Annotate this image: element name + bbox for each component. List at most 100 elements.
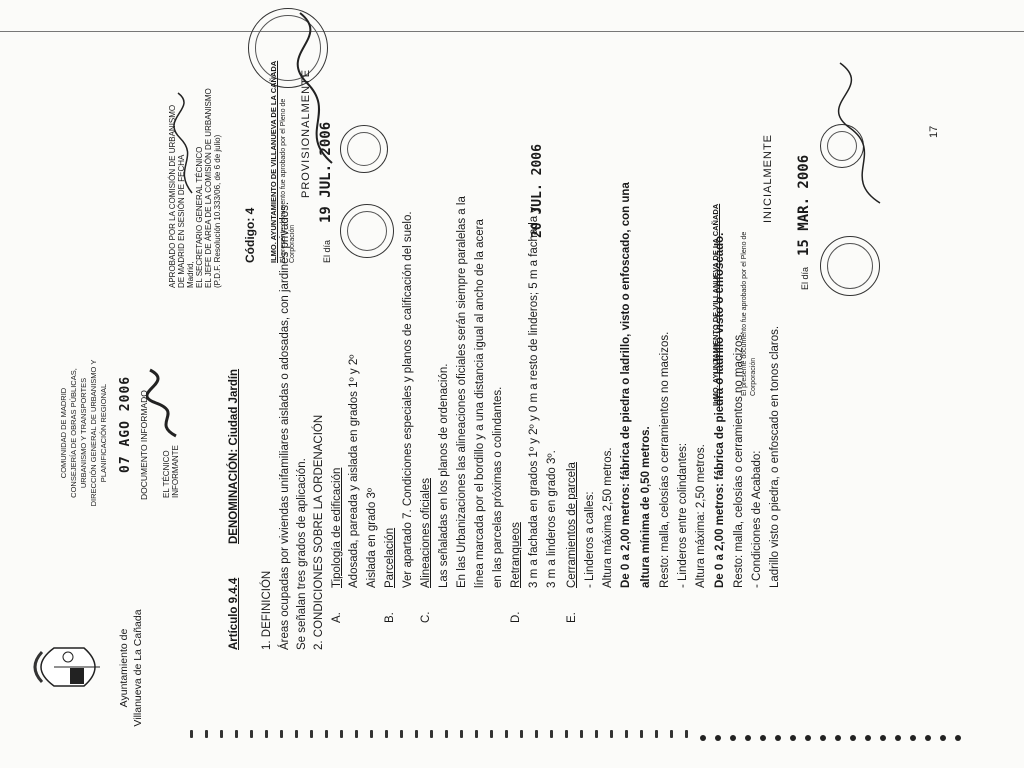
edge-dash — [265, 730, 268, 738]
doc-line: en las parcelas próximas o colindantes. — [492, 386, 504, 588]
article-label: Artículo 9.4.4 — [228, 577, 240, 650]
edge-dot — [805, 735, 811, 741]
edge-dash — [460, 730, 463, 738]
doc-line: 3 m a linderos en grado 3º. — [546, 450, 558, 588]
section-letter: C. — [420, 611, 432, 624]
edge-dash — [250, 730, 253, 738]
agency-line: URBANISMO Y TRANSPORTES — [79, 377, 88, 489]
doc-line: Tipología de edificación — [331, 467, 343, 588]
doc-line: Aislada en grado 3º — [366, 487, 378, 588]
edge-dash — [325, 730, 328, 738]
inicial-stamp-line: ILMO. AYUNTAMIENTO DE VILLANUEVA DE LA C… — [711, 203, 720, 406]
round-seal — [820, 236, 880, 296]
doc-line: Ver apartado 7. Condiciones especiales y… — [402, 211, 414, 588]
coat-of-arms-icon — [33, 647, 100, 687]
edge-dash — [355, 730, 358, 738]
doc-line: Altura máxima 2,50 metros. — [602, 447, 614, 588]
inicial-stamp-date: 15 MAR. 2006 — [796, 154, 812, 256]
edge-dot — [850, 735, 856, 741]
section-letter: D. — [510, 611, 522, 624]
doc-line: Adosada, pareada y aislada en grados 1º … — [348, 354, 360, 588]
article-denominacion: DENOMINACIÓN: Ciudad Jardín — [228, 368, 240, 544]
edge-dot — [910, 735, 916, 741]
doc-line: Cerramientos de parcela — [566, 462, 578, 588]
round-seal — [340, 204, 394, 258]
edge-dash — [475, 730, 478, 738]
page-edge — [0, 31, 1024, 32]
edge-dash — [685, 730, 688, 738]
signature — [146, 368, 177, 438]
municipality-line1: Ayuntamiento de — [118, 628, 130, 708]
received-date-stamp: 07 AGO 2006 — [118, 375, 133, 473]
provisional-signature — [296, 12, 333, 164]
inicial-stamp-line: El presente documento fue aprobado por e… — [741, 231, 748, 396]
doc-line: Se señalan tres grados de aplicación. — [296, 458, 308, 650]
edge-dash — [535, 730, 538, 738]
edge-dash — [370, 730, 373, 738]
tecnico-informante: EL TÉCNICO INFORMANTE — [162, 445, 181, 498]
doc-line: Altura máxima: 2,50 metros. — [695, 444, 707, 588]
approval-line: Madrid, — [186, 261, 195, 288]
edge-dash — [295, 730, 298, 738]
edge-dash — [385, 730, 388, 738]
doc-line: - Linderos entre colindantes: — [677, 442, 689, 588]
edge-dash — [595, 730, 598, 738]
edge-dash — [280, 730, 283, 738]
codigo-label: Código: 4 — [243, 207, 257, 263]
doc-line: Las señaladas en los planos de ordenació… — [438, 363, 450, 588]
doc-line: línea marcada por el bordillo y a una di… — [474, 219, 486, 588]
doc-line: En las Urbanizaciones las alineaciones o… — [456, 196, 468, 588]
edge-dash — [625, 730, 628, 738]
edge-dot — [895, 735, 901, 741]
edge-dash — [445, 730, 448, 738]
doc-line: 1. DEFINICIÓN — [261, 570, 273, 650]
doc-line: 2. CONDICIONES SOBRE LA ORDENACIÓN — [313, 414, 325, 650]
inicial-signature — [837, 62, 881, 204]
edge-dash — [640, 730, 643, 738]
approval-line: EL JEFE DE ÁREA DE LA COMISIÓN DE URBANI… — [204, 88, 213, 288]
edge-dot — [925, 735, 931, 741]
section-letter: A. — [331, 612, 343, 623]
inicial-stamp-line: Corporación — [750, 357, 757, 396]
edge-dot — [715, 735, 721, 741]
doc-line: 3 m a fachada en grados 1º y 2º y 0 m a … — [528, 206, 540, 588]
edge-dot — [745, 735, 751, 741]
section-letter: E. — [566, 612, 578, 623]
agency-line: PLANIFICACIÓN REGIONAL — [99, 383, 108, 483]
edge-dash — [205, 730, 208, 738]
doc-line: Alineaciones oficiales — [420, 478, 432, 588]
edge-dot — [940, 735, 946, 741]
edge-dash — [610, 730, 613, 738]
edge-dot — [730, 735, 736, 741]
edge-dash — [430, 730, 433, 738]
doc-line: Áreas ocupadas por viviendas unifamiliar… — [279, 201, 291, 650]
edge-dot — [760, 735, 766, 741]
doc-line: altura mínima de 0,50 metros. — [640, 426, 652, 588]
dashed-edge — [190, 728, 990, 741]
approval-signature — [173, 92, 193, 194]
edge-dash — [310, 730, 313, 738]
edge-dot — [790, 735, 796, 741]
edge-dot — [955, 735, 961, 741]
edge-dash — [655, 730, 658, 738]
provisional-stamp-line: ILMO. AYUNTAMIENTO DE VILLANUEVA DE LA C… — [269, 60, 278, 263]
edge-dash — [670, 730, 673, 738]
edge-dash — [520, 730, 523, 738]
doc-line: De 0 a 2,00 metros: fábrica de piedra o … — [620, 182, 632, 588]
municipality-line2: Villanueva de La Cañada — [132, 609, 144, 727]
doc-line: Parcelación — [384, 527, 396, 588]
doc-line: Resto: malla, celosías o cerramientos no… — [659, 331, 671, 588]
edge-dash — [190, 730, 193, 738]
edge-dot — [700, 735, 706, 741]
edge-dash — [580, 730, 583, 738]
edge-dash — [490, 730, 493, 738]
edge-dash — [340, 730, 343, 738]
agency-line: COMUNIDAD DE MADRID — [59, 387, 68, 479]
edge-dash — [400, 730, 403, 738]
provisional-el-dia: El día — [322, 239, 332, 263]
approval-line: (P.D.F. Resolución 10.333/06, de 6 de ju… — [213, 134, 222, 288]
section-letter: B. — [384, 612, 396, 623]
edge-dash — [550, 730, 553, 738]
edge-dot — [835, 735, 841, 741]
